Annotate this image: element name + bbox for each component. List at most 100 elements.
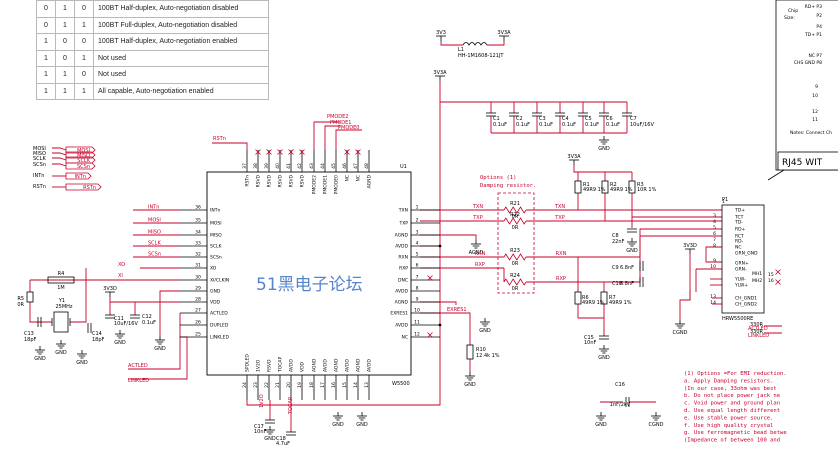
wire — [705, 246, 722, 263]
net-label: INTn — [75, 174, 86, 180]
part-val: 0.1uF — [493, 122, 507, 128]
pin-name: NC — [356, 175, 362, 182]
rj45-connector-p1 — [721, 204, 765, 314]
pin-num: 10 — [414, 308, 420, 314]
gnd-label: GND — [598, 355, 610, 361]
net-label: RXN — [556, 251, 567, 257]
pin-num: 12 — [414, 332, 420, 338]
net-label: INTn — [148, 205, 159, 211]
net-label: TXN — [472, 204, 483, 210]
p1-pin-name: GRN_GND — [735, 251, 758, 257]
pin-num: 43 — [309, 163, 315, 169]
part-ref: R7 — [609, 295, 616, 301]
pin-num: 41 — [286, 163, 292, 169]
part-val: 49R9 1% — [583, 187, 606, 193]
net-label: SCLK — [148, 241, 161, 247]
resistor — [574, 291, 582, 305]
net-flag — [65, 162, 96, 170]
rj45-pin: CHS GND P8 — [794, 60, 822, 66]
p1-pin-name: YLW- — [734, 277, 746, 283]
pin-name: AGND — [356, 358, 362, 372]
pin-name: PMODE2 — [312, 175, 318, 194]
resistor — [628, 180, 636, 194]
pin-num: 13 — [364, 382, 370, 388]
gnd-label: GND — [114, 340, 126, 346]
wire — [212, 142, 248, 150]
gnd-label: AGND — [469, 250, 484, 256]
pin-num: 42 — [297, 163, 303, 169]
pin-name: 1V2O — [256, 359, 262, 372]
pin-name: DUPLED — [210, 323, 229, 329]
pin-num: 19 — [297, 382, 303, 388]
wire — [29, 302, 52, 323]
pin-name: PMODE0 — [334, 175, 340, 194]
pin-name: AVDD — [289, 359, 295, 372]
wire — [246, 81, 441, 406]
pin-num: 32 — [195, 252, 201, 258]
net-label: RSTn — [83, 185, 96, 191]
options-note: e. Use stable power source. — [684, 415, 773, 421]
part-ref: C12 — [142, 314, 152, 320]
pin-num: 4 — [416, 241, 419, 247]
pin-name: AGND — [367, 174, 373, 188]
net-label: PMODE2 — [327, 114, 348, 120]
net-label: TXN — [554, 204, 565, 210]
wire — [420, 234, 477, 240]
options-note: a. Apply Damping resistors. — [684, 378, 773, 384]
pin-num: 37 — [242, 163, 248, 169]
net-label: PMODE1 — [330, 120, 351, 126]
part-val: HRW5500RE — [722, 316, 753, 322]
pin-num: 7 — [713, 237, 716, 243]
res-ref: R24 — [510, 273, 520, 279]
pin-name: ACTLED — [210, 311, 228, 317]
pin-name: LINKLED — [210, 335, 230, 341]
wire — [420, 312, 471, 345]
gnd-label: GND — [264, 436, 276, 442]
part-line — [288, 149, 294, 155]
gnd-label: CGND — [673, 330, 688, 336]
pin-num: 27 — [195, 308, 201, 314]
resistor — [503, 278, 527, 286]
p1-pin-name: NC — [735, 245, 742, 251]
part-val: 10nF — [254, 429, 267, 435]
part-line — [355, 149, 361, 155]
pin-num: 13 — [710, 294, 716, 300]
net-label: TOCAP — [288, 397, 294, 415]
rj45-label: Size: — [784, 15, 795, 21]
gnd-label: GND — [356, 422, 368, 428]
power-label: 3V3D — [683, 243, 697, 249]
net-label: XO — [118, 262, 125, 268]
net-label: LINKLED — [748, 333, 769, 339]
part-ref: C7 — [630, 116, 637, 122]
rj45-title: RJ45 WIT — [782, 158, 823, 168]
damping-label: Options (1) — [480, 175, 516, 181]
part-ref: C15 — [584, 335, 594, 341]
pin-name: AVDD — [345, 359, 351, 372]
part-val: 1nF/2kV — [610, 402, 631, 408]
inductor-l1 — [462, 42, 488, 46]
damping-label: Damping resistor. — [480, 183, 536, 189]
options-note: c. Void power and ground plan — [684, 401, 780, 407]
pin-name: RSVD — [300, 174, 306, 187]
part-val: 0.1uF — [606, 122, 620, 128]
pin-name: AVDD — [323, 359, 329, 372]
pin-num: 5 — [713, 225, 716, 231]
res-val: 1M — [57, 285, 65, 291]
net-label: RXN — [475, 251, 486, 257]
mode-desc: All capable, Auto-negotiation enabled — [93, 82, 269, 100]
pin-num: 22 — [264, 382, 270, 388]
pin-num: 17 — [320, 382, 326, 388]
pin-num: 31 — [195, 263, 201, 269]
part-line — [255, 149, 261, 155]
part-val: 0.1uF — [562, 122, 576, 128]
part-val: 0.1uF — [585, 122, 599, 128]
gnd-label: GND — [626, 248, 638, 254]
pin-name: NC — [401, 335, 408, 341]
p1-pin-name: CH_GND2 — [735, 302, 757, 308]
gnd-label: GND — [598, 146, 610, 152]
pin-num: 21 — [275, 382, 281, 388]
chip-ref: U1 — [400, 164, 407, 170]
part-ref: R1 — [583, 182, 590, 188]
pin-name: VDD — [210, 300, 221, 306]
res-val: 330R — [750, 322, 764, 328]
